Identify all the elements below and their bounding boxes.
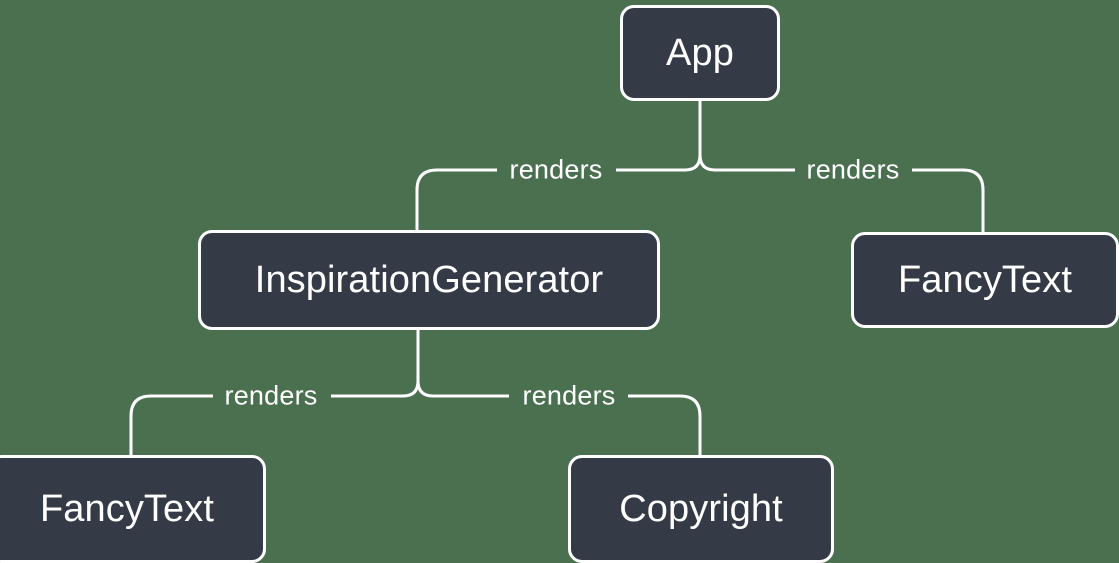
node-fancy-text-right[interactable]: FancyText <box>851 232 1119 328</box>
node-fancy-text-bottom-left-label: FancyText <box>39 487 215 530</box>
node-fancy-text-right-label: FancyText <box>897 258 1073 301</box>
node-copyright[interactable]: Copyright <box>568 455 834 563</box>
edge-inspgen-to-copyright <box>628 394 702 455</box>
node-app-label: App <box>666 31 734 74</box>
edge-inspgen-to-fancytext-bottom <box>129 394 213 455</box>
edge-label-app-to-fancy-text-right: renders <box>806 154 900 185</box>
edge-app-to-inspgen <box>415 168 497 230</box>
node-copyright-label: Copyright <box>619 487 783 530</box>
edge-label-inspiration-generator-to-copyright: renders <box>522 380 616 411</box>
edge-label-inspiration-generator-to-fancy-text: renders <box>224 380 318 411</box>
node-inspiration-generator-label: InspirationGenerator <box>254 258 604 301</box>
edge-label-app-to-inspiration-generator: renders <box>509 154 603 185</box>
edge-app-junction-left <box>616 154 702 172</box>
edge-inspgen-junction-right <box>416 380 509 398</box>
edge-inspgen-junction-left <box>331 380 420 398</box>
edge-app-to-fancytext-right <box>912 168 985 232</box>
node-app[interactable]: App <box>620 5 780 101</box>
edge-app-junction-right <box>698 154 795 172</box>
node-fancy-text-bottom-left[interactable]: FancyText <box>0 455 266 563</box>
node-inspiration-generator[interactable]: InspirationGenerator <box>198 230 660 330</box>
